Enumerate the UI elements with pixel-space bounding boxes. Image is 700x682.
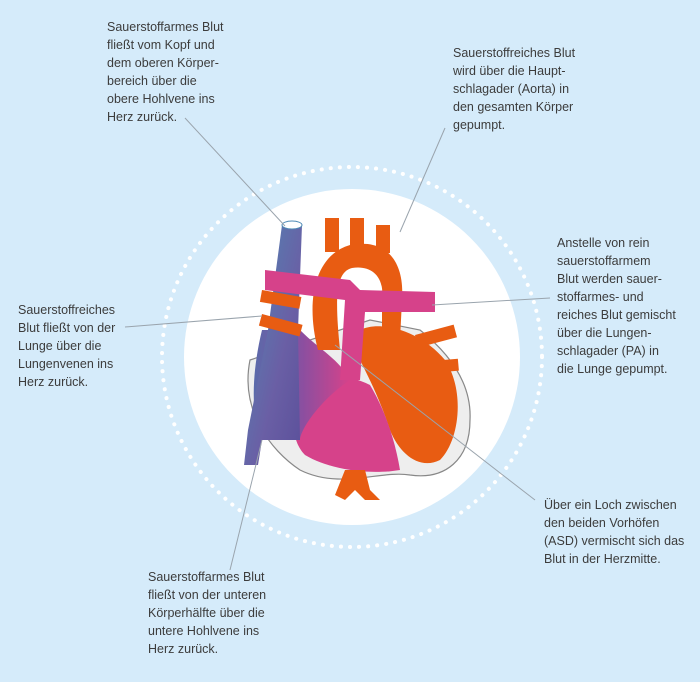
leader-lines (124, 117, 551, 571)
aortic-branch (350, 218, 364, 248)
label-aorta: Sauerstoffreiches Blut wird über die Hau… (453, 46, 576, 132)
label-asd: Über ein Loch zwischen den beiden Vorhöf… (544, 498, 685, 566)
descending-aorta (335, 470, 380, 500)
label-pulmonary-artery: Anstelle von rein sauerstoffarmem Blut w… (557, 236, 676, 376)
pulmonary-vein (258, 313, 303, 337)
aortic-branch (325, 218, 339, 252)
pulmonary-vein (419, 358, 459, 374)
pulmonary-vein (259, 290, 302, 309)
pulmonary-artery (265, 270, 435, 380)
pulmonary-vein (414, 324, 458, 348)
aortic-branch (376, 225, 390, 253)
label-inferior-vena-cava: Sauerstoffarmes Blut fließt von der unte… (148, 570, 267, 656)
left-heart (360, 326, 458, 464)
aorta (312, 243, 403, 350)
svc-opening (281, 220, 303, 230)
label-superior-vena-cava: Sauerstoffarmes Blut fließt vom Kopf und… (107, 20, 224, 124)
label-pulmonary-veins: Sauerstoffreiches Blut fließt von der Lu… (18, 303, 116, 389)
dotted-ring (160, 165, 544, 549)
